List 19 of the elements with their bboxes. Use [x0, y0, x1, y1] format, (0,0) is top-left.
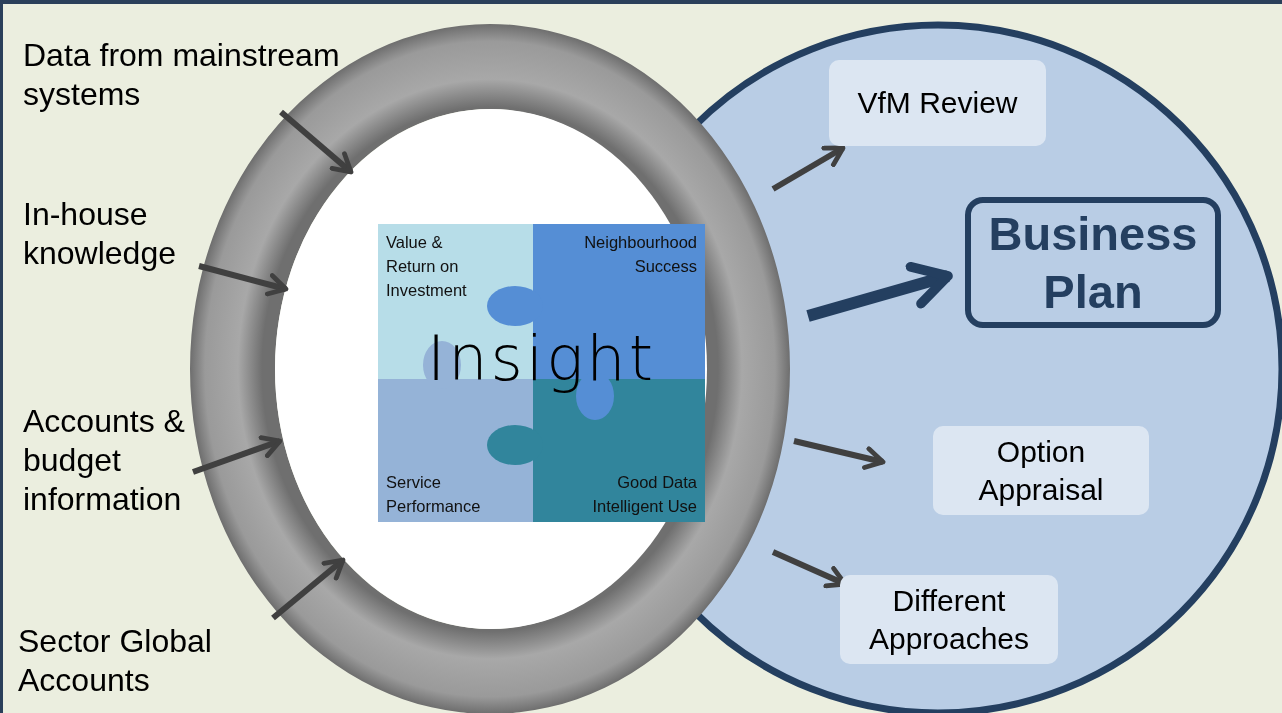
output-box: Option Appraisal — [933, 426, 1149, 515]
input-label: Accounts & budget information — [23, 402, 185, 519]
outcome-box: Business Plan — [965, 197, 1221, 328]
arrow — [806, 261, 953, 322]
arrow — [279, 109, 354, 175]
arrow — [771, 145, 846, 192]
puzzle-piece-label: Service Performance — [386, 472, 482, 517]
puzzle-piece-label: Neighbourhood Success — [583, 232, 697, 277]
arrow — [198, 263, 289, 297]
input-label: Data from mainstream systems — [23, 36, 363, 114]
puzzle-piece-label: Value & Return on Investment — [386, 232, 468, 301]
puzzle-piece-label: Good Data Intelligent Use — [591, 472, 697, 517]
arrow — [271, 557, 346, 621]
output-box: Different Approaches — [840, 575, 1058, 664]
arrow — [793, 438, 886, 470]
input-label: In-house knowledge — [23, 195, 223, 273]
puzzle-title: Insight — [426, 324, 657, 394]
input-label: Sector Global Accounts — [18, 622, 258, 700]
output-box: VfM Review — [829, 60, 1046, 146]
